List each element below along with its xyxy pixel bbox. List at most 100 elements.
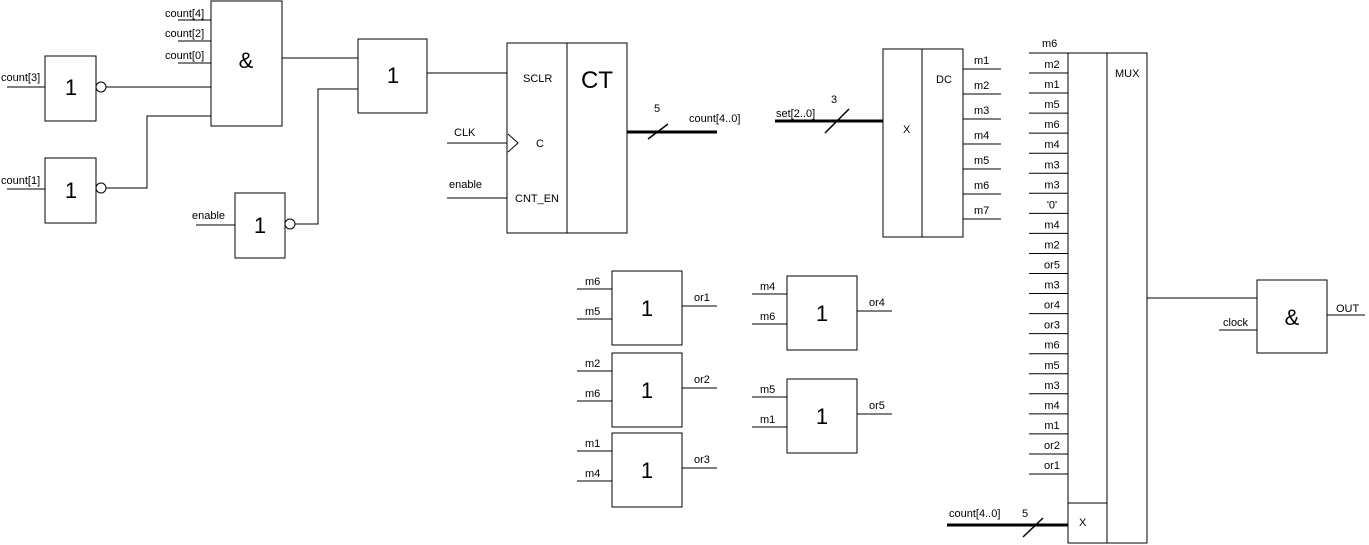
or-gate-input-label: m1 [760, 414, 775, 426]
mux-input-label: or4 [1044, 300, 1060, 312]
inverter-bubble [95, 182, 107, 194]
and-input-count0: count[0] [165, 50, 204, 62]
counter-ct: CT SCLR C CNT_EN CLK enable 5 count[4..0… [447, 42, 740, 234]
counter-enable-label: enable [449, 179, 482, 191]
nor-gate-count1-symbol: 1 [65, 178, 77, 203]
nor-input-count1: count[1] [1, 175, 40, 187]
output-and-symbol: & [1285, 305, 1300, 330]
mux-input-label: m2 [1044, 239, 1059, 251]
decoder-dc-label: DC [936, 74, 952, 86]
mux-input-label: m4 [1044, 400, 1059, 412]
mux-input-label: m5 [1044, 360, 1059, 372]
decoder-output-label: m4 [974, 130, 989, 142]
or-gate-output-label: or3 [694, 454, 710, 466]
and-gate-count: & count[4] count[2] count[0] [165, 0, 283, 127]
or-gate-symbol: 1 [816, 301, 828, 326]
decoder-output-label: m3 [974, 105, 989, 117]
or-gate-symbol: 1 [816, 404, 828, 429]
mux-sel-label: count[4..0] [949, 508, 1000, 520]
output-label: OUT [1336, 303, 1360, 315]
mux-input-label: m4 [1044, 219, 1059, 231]
or-gate-symbol: 1 [641, 378, 653, 403]
or-gate-input-label: m6 [585, 276, 600, 288]
or-gate-input-label: m5 [760, 384, 775, 396]
mux-input-label: m6 [1044, 340, 1059, 352]
counter-title: CT [581, 67, 613, 94]
or-gate-or4: 1 m4 m6 or4 [752, 275, 892, 351]
clock-triangle-icon [507, 133, 519, 153]
or-gate-input-label: m6 [585, 388, 600, 400]
or-gate-output-label: or1 [694, 292, 710, 304]
or-gate-or3: 1 m1 m4 or3 [577, 432, 717, 508]
decoder-output-label: m1 [974, 55, 989, 67]
mux-input-label: or3 [1044, 320, 1060, 332]
mux-input-label: m6 [1044, 119, 1059, 131]
or-gate-input-label: m2 [585, 358, 600, 370]
or-gate-input-label: m6 [760, 311, 775, 323]
and-input-count4: count[4] [165, 8, 204, 20]
nor-gate-enable-symbol: 1 [254, 213, 266, 238]
mux-sel-width: 5 [1022, 508, 1028, 520]
or-gate-input-label: m1 [585, 438, 600, 450]
mux-input-label: m1 [1044, 420, 1059, 432]
or-gate-input-label: m4 [585, 468, 600, 480]
decoder-input-label: set[2..0] [776, 108, 815, 120]
decoder-output-label: m5 [974, 155, 989, 167]
or-gate-symbol: 1 [641, 296, 653, 321]
or-gate-output-label: or5 [869, 400, 885, 412]
or-gate-symbol: 1 [641, 458, 653, 483]
decoder-output-label: m7 [974, 205, 989, 217]
nor-gate-count3-symbol: 1 [65, 75, 77, 100]
mux-title: MUX [1115, 68, 1140, 80]
mux-input-label: or5 [1044, 260, 1060, 272]
or-gate-or5: 1 m5 m1 or5 [752, 378, 892, 454]
mux-top-input: m6 [1042, 38, 1057, 50]
mux-input-label: m3 [1044, 280, 1059, 292]
mux-input-label: m3 [1044, 380, 1059, 392]
or-gate-main-symbol: 1 [387, 63, 399, 88]
mux-input-label: m2 [1044, 59, 1059, 71]
mux-input-label: m1 [1044, 79, 1059, 91]
or-gate-main: 1 [282, 38, 507, 114]
counter-clk-label: CLK [454, 127, 476, 139]
nor-gate-count1: 1 count[1] [1, 115, 211, 224]
inverter-bubble [284, 218, 296, 230]
mux-x-label: X [1079, 517, 1087, 529]
or-gate-output-label: or4 [869, 297, 885, 309]
output-and-input-clock: clock [1223, 317, 1249, 329]
counter-bus-width: 5 [654, 103, 660, 115]
mux-input-label: m4 [1044, 139, 1059, 151]
and-input-count2: count[2] [165, 28, 204, 40]
or-gate-input-label: m4 [760, 281, 775, 293]
decoder-bus-width: 3 [831, 94, 837, 106]
or-gate-input-label: m5 [585, 306, 600, 318]
decoder: X DC 3 set[2..0] m1 m2 m3 m4 m5 m6 m7 [775, 48, 1001, 238]
output-and-gate: & clock OUT [1219, 279, 1365, 354]
counter-pin-c: C [536, 138, 544, 150]
mux-input-label: or2 [1044, 440, 1060, 452]
and-gate-symbol: & [239, 48, 254, 73]
multiplexer: MUX X m6 m2 m1 m5 m6 m4 m3 m3 '0' m4 m2 or5 m3 or4 or… [947, 38, 1257, 544]
or-gate-group: 1 m6 m5 or1 1 m2 m6 or2 1 m1 m4 or3 1 m4 m6 or4 1 m5 m1 or5 [577, 270, 892, 508]
counter-pin-sclr: SCLR [523, 73, 552, 85]
mux-input-list: m2 m1 m5 m6 m4 m3 m3 '0' m4 m2 or5 m3 or4 or3 m6 m5 m3 m4… [1029, 59, 1068, 475]
mux-input-label: '0' [1047, 199, 1057, 211]
counter-pin-cnt-en: CNT_EN [515, 193, 559, 205]
decoder-outputs: m1 m2 m3 m4 m5 m6 m7 [963, 55, 1001, 220]
or-gate-or1: 1 m6 m5 or1 [577, 270, 717, 346]
nor-gate-count3: 1 count[3] [1, 55, 211, 122]
or-gate-output-label: or2 [694, 374, 710, 386]
or-gate-or2: 1 m2 m6 or2 [577, 352, 717, 428]
mux-input-label: m3 [1044, 179, 1059, 191]
counter-output-label: count[4..0] [689, 113, 740, 125]
mux-input-label: or1 [1044, 460, 1060, 472]
mux-input-label: m5 [1044, 99, 1059, 111]
nor-input-count3: count[3] [1, 72, 40, 84]
decoder-x-label: X [903, 124, 911, 136]
decoder-output-label: m6 [974, 180, 989, 192]
decoder-output-label: m2 [974, 80, 989, 92]
mux-input-label: m3 [1044, 159, 1059, 171]
nor-gate-enable: 1 enable [192, 88, 358, 259]
nor-input-enable: enable [192, 210, 225, 222]
